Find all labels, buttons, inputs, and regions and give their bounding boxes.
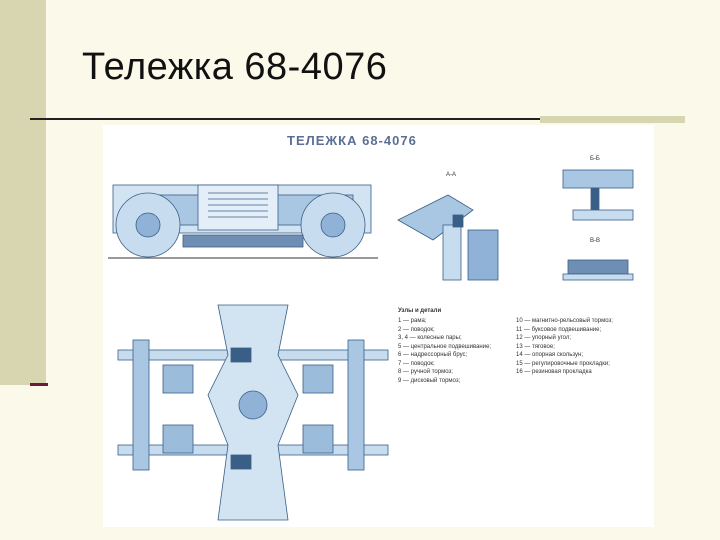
legend-item: 1 — рама; (398, 318, 427, 324)
legend-item: 12 — упорный угол; (516, 335, 572, 341)
legend-item: 10 — магнитно-рельсовый тормоз; (516, 318, 613, 324)
plan-view (117, 304, 389, 521)
legend-item: 15 — регулировочные прокладки; (516, 360, 610, 367)
left-decor-bar (0, 0, 46, 385)
title-rule (30, 118, 680, 120)
legend-item: 9 — дисковый тормоз; (398, 377, 461, 384)
left-accent-mark (30, 383, 48, 386)
legend-right-column: 10 — магнитно-рельсовый тормоз; 11 — бук… (516, 317, 631, 377)
parts-legend: Узлы и детали 1 — рама; 2 — поводок; 3, … (398, 307, 613, 384)
rule-accent-block (540, 116, 685, 123)
legend-item: 16 — резиновая прокладка (516, 369, 592, 375)
legend-item: 3, 4 — колесные пары; (398, 335, 462, 341)
legend-item: 6 — надрессорный брус; (398, 352, 468, 358)
section-vv-label: В-В (590, 238, 601, 244)
bogie-drawing (108, 169, 634, 521)
legend-item: 11 — буксовое подвешивание; (516, 326, 602, 333)
legend-item: 2 — поводок; (398, 326, 435, 333)
section-aa-view (397, 194, 499, 281)
legend-item: 14 — опорная скользун; (516, 352, 584, 358)
legend-header: Узлы и детали (398, 308, 442, 314)
legend-item: 13 — тяговое; (516, 343, 555, 350)
section-aa-label: А-А (446, 172, 457, 178)
legend-item: 7 — поводок; (398, 360, 435, 367)
legend-left-column: 1 — рама; 2 — поводок; 3, 4 — колесные п… (398, 317, 513, 385)
figure-title: ТЕЛЕЖКА 68-4076 (287, 133, 417, 148)
section-bb-label: Б-Б (590, 156, 600, 162)
legend-item: 8 — ручной тормоз; (398, 369, 453, 375)
slide-title: Тележка 68-4076 (82, 46, 388, 88)
side-view (108, 184, 378, 259)
legend-item: 5 — центральное подвешивание; (398, 343, 492, 350)
section-vv-view (562, 259, 634, 281)
section-bb-view (562, 169, 634, 221)
